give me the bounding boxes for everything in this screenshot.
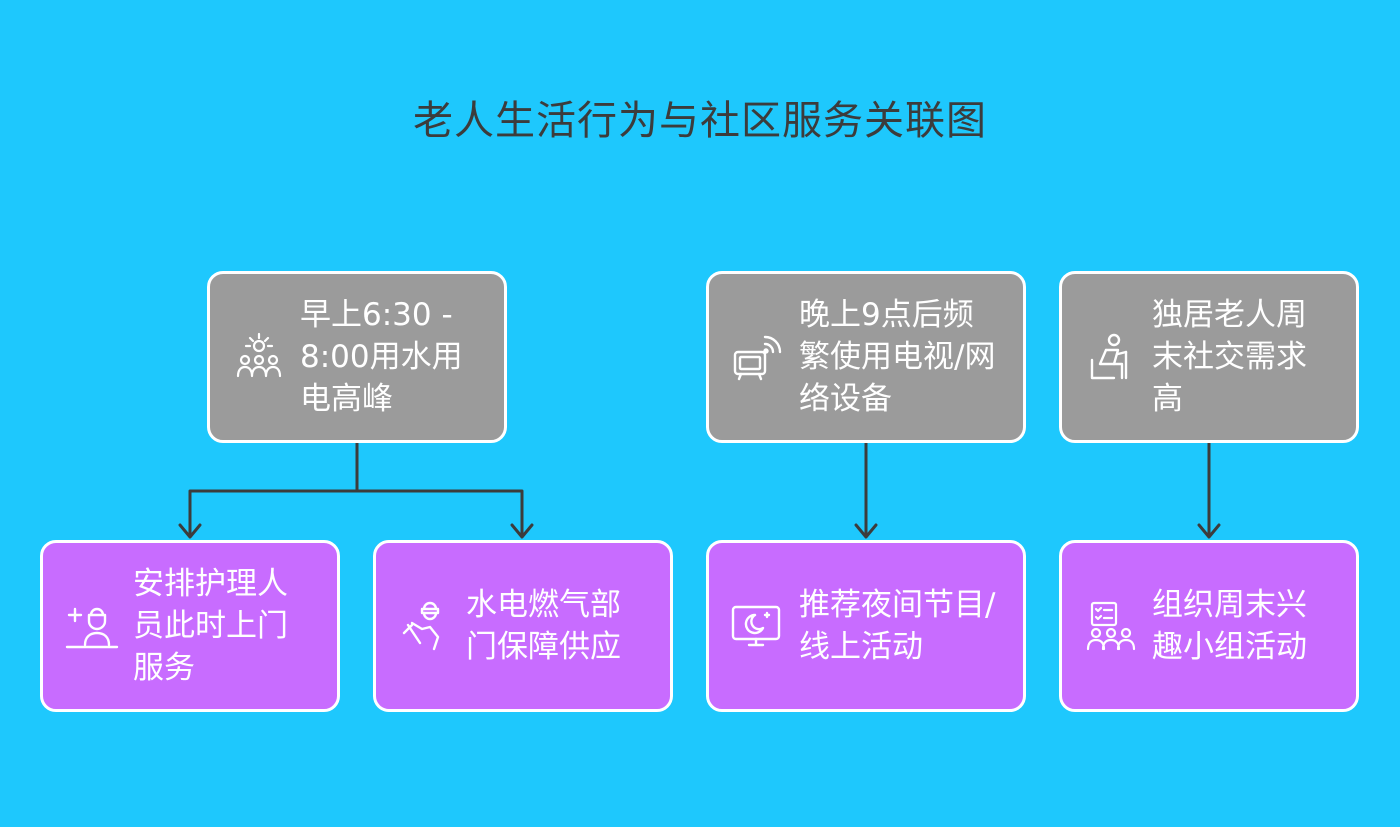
service-node-programs: 推荐夜间节目/线上活动 — [706, 540, 1026, 712]
diagram-title: 老人生活行为与社区服务关联图 — [413, 98, 987, 144]
tv-signal-icon — [727, 328, 785, 386]
behavior-label: 早上6:30 - 8:00用水用电高峰 — [300, 297, 463, 417]
connector-morning-utility — [355, 489, 524, 538]
service-label: 安排护理人员此时上门服务 — [133, 566, 288, 686]
behavior-node-weekend: 独居老人周末社交需求高 — [1059, 271, 1359, 443]
arrow-utility — [510, 523, 534, 539]
behavior-label: 晚上9点后频繁使用电视/网络设备 — [799, 297, 996, 417]
connector-morning-nursing — [188, 440, 359, 538]
nurse-icon — [63, 597, 121, 655]
behavior-node-night: 晚上9点后频繁使用电视/网络设备 — [706, 271, 1026, 443]
arrow-groups — [1197, 523, 1221, 539]
behavior-node-morning: 早上6:30 - 8:00用水用电高峰 — [207, 271, 507, 443]
arrow-programs — [854, 523, 878, 539]
service-node-utility: 水电燃气部门保障供应 — [373, 540, 673, 712]
group-checklist-icon — [1082, 597, 1140, 655]
elderly-cane-icon — [1082, 328, 1140, 386]
service-label: 水电燃气部门保障供应 — [466, 587, 621, 665]
service-node-groups: 组织周末兴趣小组活动 — [1059, 540, 1359, 712]
sun-crowd-icon — [230, 328, 288, 386]
night-screen-icon — [727, 597, 785, 655]
service-label: 推荐夜间节目/线上活动 — [799, 587, 996, 665]
arrow-nursing — [178, 523, 202, 539]
worker-icon — [396, 597, 454, 655]
behavior-label: 独居老人周末社交需求高 — [1152, 297, 1307, 417]
service-node-nursing: 安排护理人员此时上门服务 — [40, 540, 340, 712]
service-label: 组织周末兴趣小组活动 — [1152, 587, 1307, 665]
